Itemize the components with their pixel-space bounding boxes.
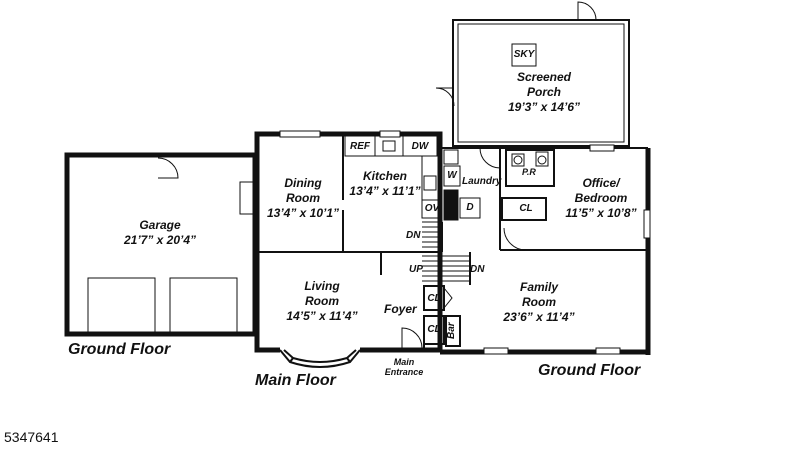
room-office-name-2: Bedroom xyxy=(574,191,628,205)
family-room-windows xyxy=(483,347,621,355)
fixture-dw: DW xyxy=(411,141,429,152)
fixture-cl-lower: CL xyxy=(427,324,441,335)
fixture-w: W xyxy=(447,170,457,181)
room-laundry: Laundry xyxy=(462,176,502,187)
floor-label-ground-right: Ground Floor xyxy=(538,362,641,379)
room-office-dims: 11’5” x 10’8” xyxy=(565,206,637,220)
fixture-bar: Bar xyxy=(446,322,457,340)
room-dining-dims: 13’4” x 10’1” xyxy=(266,206,340,220)
listing-id: 5347641 xyxy=(4,429,59,445)
kitchen-fixtures xyxy=(344,135,443,219)
fixture-cl-office: CL xyxy=(519,203,533,214)
stairs-dn-upper: DN xyxy=(406,230,421,241)
main-entrance-line-1: Main xyxy=(393,357,415,367)
floor-label-main: Main Floor xyxy=(255,372,336,389)
room-porch-name-1: Screened xyxy=(516,70,572,84)
foyer-closets xyxy=(423,285,461,347)
main-entrance-door xyxy=(401,327,423,349)
powder-room xyxy=(505,149,555,187)
room-family-name-2: Room xyxy=(522,295,556,309)
room-porch-dims: 19’3” x 14’6” xyxy=(507,100,581,114)
fixture-ov: OV xyxy=(424,203,440,214)
room-garage-dims: 21’7” x 20’4” xyxy=(123,233,197,247)
stairs-dn-lower: DN xyxy=(470,264,485,275)
fixture-ref: REF xyxy=(350,141,370,152)
stairs xyxy=(422,221,471,285)
room-family-dims: 23’6” x 11’4” xyxy=(503,310,575,324)
room-living-name-2: Room xyxy=(305,294,339,308)
room-kitchen-dims: 13’4” x 11’1” xyxy=(349,184,421,198)
office-walls xyxy=(499,148,651,355)
room-kitchen-name: Kitchen xyxy=(362,169,407,183)
fixture-sky: SKY xyxy=(513,49,535,60)
main-entrance-line-2: Entrance xyxy=(384,367,424,377)
room-office-name-1: Office/ xyxy=(582,176,620,190)
fixture-d: D xyxy=(466,202,474,213)
room-garage-name: Garage xyxy=(139,218,181,232)
main-entrance-label: Main Entrance xyxy=(376,357,432,377)
main-floor-interior xyxy=(258,134,440,350)
room-garage: Garage 21’7” x 20’4” xyxy=(105,218,215,248)
stairs-up: UP xyxy=(409,264,423,275)
room-dining-name-2: Room xyxy=(286,191,320,205)
room-living-dims: 14’5” x 11’4” xyxy=(286,309,358,323)
room-living-name-1: Living xyxy=(304,279,340,293)
upper-windows xyxy=(279,130,615,152)
room-foyer: Foyer xyxy=(384,302,417,316)
room-dining-name-1: Dining xyxy=(284,176,322,190)
fixture-cl-upper: CL xyxy=(427,293,441,304)
room-dining: Dining Room 13’4” x 10’1” xyxy=(258,176,348,221)
screened-porch xyxy=(435,1,630,147)
room-family: Family Room 23’6” x 11’4” xyxy=(486,280,592,325)
floor-label-ground-left: Ground Floor xyxy=(68,341,171,358)
room-powder: P.R xyxy=(522,167,536,177)
room-porch: Screened Porch 19’3” x 14’6” xyxy=(494,70,594,115)
room-kitchen: Kitchen 13’4” x 11’1” xyxy=(340,169,430,199)
room-family-name-1: Family xyxy=(519,280,558,294)
room-office: Office/ Bedroom 11’5” x 10’8” xyxy=(556,176,646,221)
room-living: Living Room 14’5” x 11’4” xyxy=(270,279,374,324)
bay-window xyxy=(279,349,361,368)
room-porch-name-2: Porch xyxy=(526,85,561,99)
